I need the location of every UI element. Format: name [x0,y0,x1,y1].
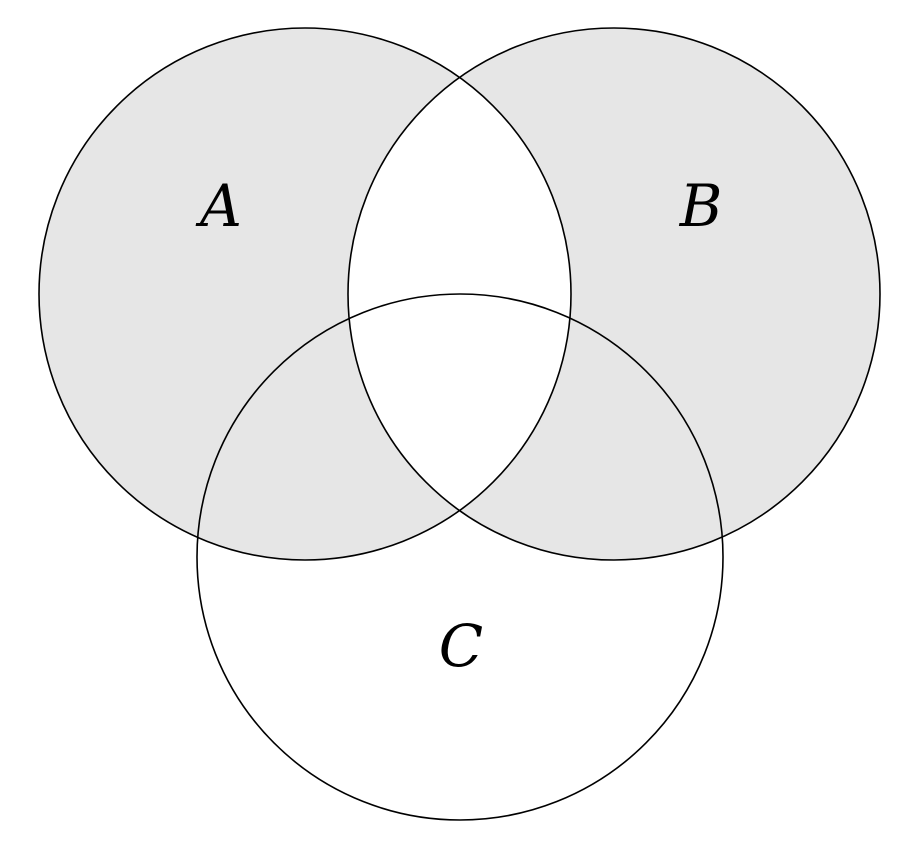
set-label-a: A [195,172,242,240]
set-label-c: C [439,612,483,680]
shaded-region-a-xor-b [39,28,880,560]
circle-b-outline [347,27,881,561]
circle-c-outline [196,293,724,821]
circle-a-outline [38,27,572,561]
set-label-b: B [679,172,723,240]
